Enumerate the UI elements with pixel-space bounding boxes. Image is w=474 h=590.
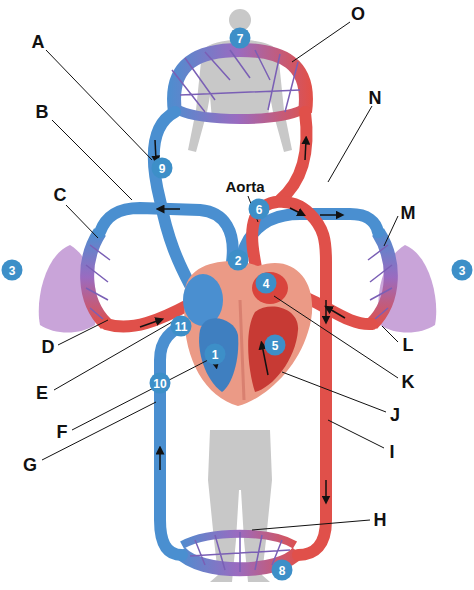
leader-line — [42, 22, 398, 530]
part-letter: O — [351, 5, 365, 23]
callout-number: 3 — [452, 260, 473, 281]
part-letter: N — [369, 89, 382, 107]
callout-number: 10 — [150, 373, 171, 394]
capillary-bed — [172, 50, 306, 119]
callout-number: 1 — [205, 344, 226, 365]
callout-number: 11 — [171, 316, 192, 337]
vessel-label: Aorta — [225, 179, 264, 194]
vein — [100, 112, 378, 555]
callout-number: 5 — [265, 335, 286, 356]
part-letter: B — [36, 103, 49, 121]
body-silhouette — [188, 9, 292, 152]
callout-number: 9 — [152, 158, 173, 179]
callout-number: 3 — [2, 260, 23, 281]
part-letter: H — [374, 511, 387, 529]
callout-number: 6 — [249, 199, 270, 220]
part-letter: E — [36, 384, 48, 402]
part-letter: J — [390, 406, 400, 424]
part-letter: I — [389, 443, 394, 461]
part-letter: M — [401, 204, 416, 222]
part-letter: D — [42, 338, 55, 356]
part-letter: L — [403, 336, 414, 354]
heart — [183, 261, 312, 406]
callout-number: 7 — [230, 28, 251, 49]
callout-number: 8 — [272, 560, 293, 581]
artery — [106, 112, 372, 555]
flow-arrow — [140, 140, 345, 500]
callout-number: 4 — [256, 273, 277, 294]
part-letter: A — [32, 33, 45, 51]
part-letter: F — [57, 423, 68, 441]
part-letter: G — [23, 456, 37, 474]
part-letter: C — [54, 186, 67, 204]
callout-number: 2 — [228, 250, 249, 271]
part-letter: K — [402, 373, 415, 391]
